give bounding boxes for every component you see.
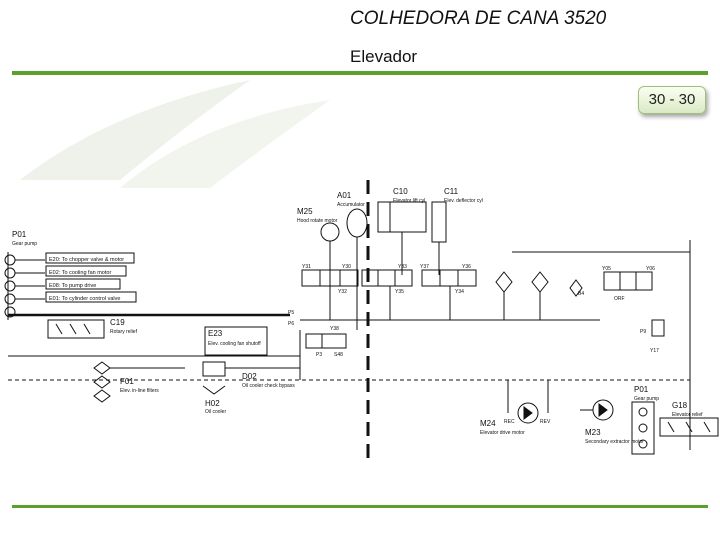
valve-tag: Y34: [455, 289, 464, 295]
h02-label: Oil cooler: [205, 409, 226, 415]
h02-id: H02: [205, 399, 220, 408]
c11-id: C11: [444, 187, 459, 196]
valve-tag: Y35: [395, 289, 404, 295]
g18-id: G18: [672, 401, 688, 410]
f01-id: F01: [120, 377, 134, 386]
valve-tag: P6: [288, 321, 294, 327]
m24-id: M24: [480, 419, 496, 428]
f01-label: Elev. in-line filters: [120, 388, 159, 394]
m23-label: Secondary extractor motor: [585, 439, 644, 445]
a01-id: A01: [337, 191, 352, 200]
c10-label: Elevator lift cyl: [393, 198, 425, 204]
footer-rule: [12, 505, 708, 508]
valve-tag: Y05: [602, 266, 611, 272]
page-number-badge: 30 - 30: [638, 86, 706, 114]
valve-tag: Y37: [420, 264, 429, 270]
valve-tag: B4: [578, 291, 584, 297]
d02-id: D02: [242, 372, 257, 381]
valve-tag: P3: [316, 352, 322, 358]
d02-label: Oil cooler check bypass: [242, 383, 295, 389]
valve-tag: P9: [640, 329, 646, 335]
p01-left-id: P01: [12, 230, 27, 239]
page-title: COLHEDORA DE CANA 3520: [350, 8, 607, 29]
port-label: E02: To cooling fan motor: [49, 270, 111, 276]
c10-id: C10: [393, 187, 408, 196]
valve-tag: P5: [288, 310, 294, 316]
e23-label: Elev. cooling fan shutoff: [208, 341, 261, 347]
g18-label: Elevator relief: [672, 412, 703, 418]
m25-label: Hood rotate motor: [297, 218, 338, 224]
valve-tag: Y33: [398, 264, 407, 270]
valve-tag: Y38: [330, 326, 339, 332]
port-label: E01: To cylinder control valve: [49, 296, 120, 302]
valve-tag: Y30: [342, 264, 351, 270]
a01-label: Accumulator: [337, 202, 365, 208]
e23-id: E23: [208, 329, 223, 338]
valve-tag: ORF: [614, 296, 625, 302]
valve-tag: Y32: [338, 289, 347, 295]
valve-tag: Y31: [302, 264, 311, 270]
p01-left-label: Gear pump: [12, 241, 37, 247]
p01-right-label: Gear pump: [634, 396, 659, 402]
p01-right-id: P01: [634, 385, 649, 394]
background-leaf-graphic: [20, 80, 330, 188]
m23-id: M23: [585, 428, 601, 437]
port-label: E20: To chopper valve & motor: [49, 257, 124, 263]
c11-label: Elev. deflector cyl: [444, 198, 483, 204]
valve-tag: Y36: [462, 264, 471, 270]
header-rule: [12, 71, 708, 75]
c19-label: Rotary relief: [110, 329, 138, 335]
valve-tag: REV: [540, 419, 551, 425]
port-label: E08: To pump drive: [49, 283, 96, 289]
m24-label: Elevator drive motor: [480, 430, 525, 436]
hydraulic-schematic: P01 Gear pump E20: To chopper valve & mo…: [4, 180, 719, 465]
valve-tag: Y06: [646, 266, 655, 272]
c19-id: C19: [110, 318, 125, 327]
valve-tag: REC: [504, 419, 515, 425]
valve-tag: S48: [334, 352, 343, 358]
m25-id: M25: [297, 207, 313, 216]
section-title: Elevador: [350, 47, 418, 66]
valve-tag: Y17: [650, 348, 659, 354]
